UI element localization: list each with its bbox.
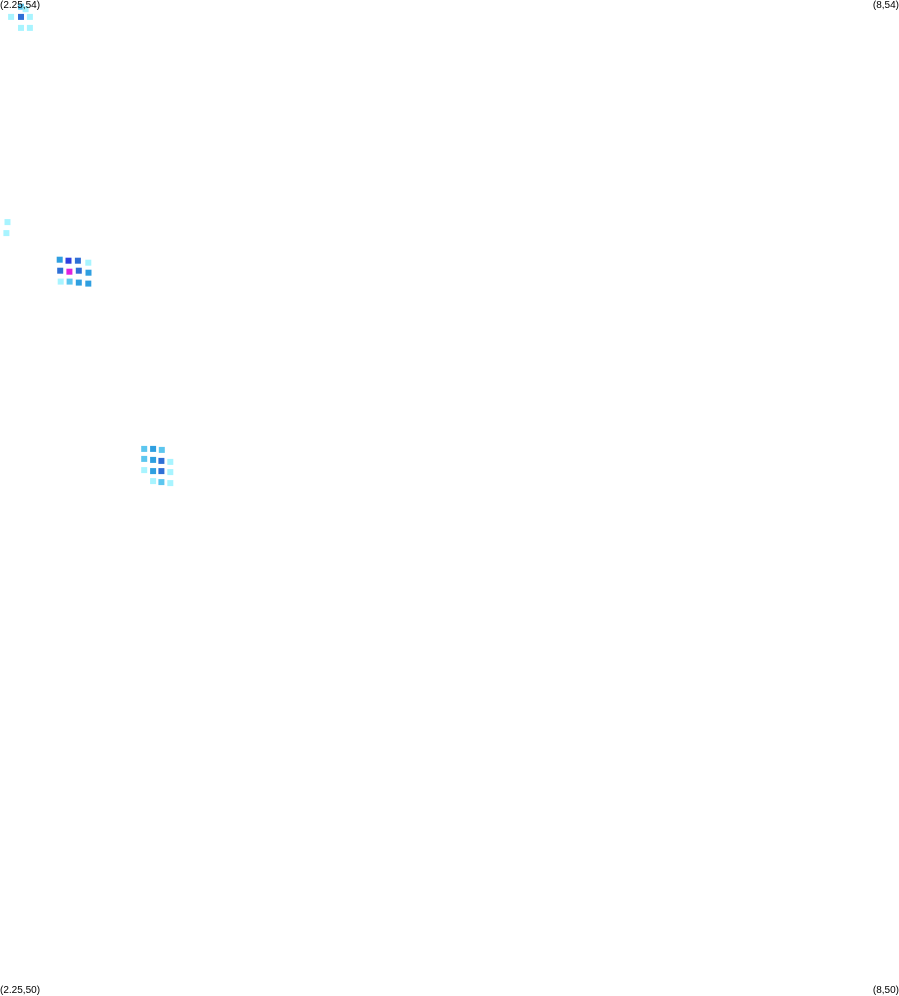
heatmap-cell: [75, 279, 82, 286]
heatmap-cell: [150, 445, 157, 452]
heatmap-cell: [3, 230, 10, 237]
heatmap-cells: [3, 3, 174, 487]
heatmap-cell: [167, 469, 174, 476]
heatmap-cell: [75, 267, 82, 274]
heatmap-cell: [167, 480, 174, 487]
heatmap-cell: [4, 219, 11, 226]
heatmap-cell: [57, 267, 64, 274]
heatmap-cell: [8, 13, 15, 20]
heatmap-cell: [74, 257, 81, 264]
heatmap-cell: [158, 446, 165, 453]
heatmap-cell: [22, 6, 29, 13]
corner-label-top-left: (2.25,54): [0, 0, 41, 11]
corner-label-bottom-right: (8,50): [872, 985, 899, 996]
heatmap-cell: [158, 479, 165, 486]
heatmap-cell: [141, 467, 148, 474]
heatmap-cell: [158, 457, 165, 464]
heatmap-cell: [57, 278, 64, 285]
heatmap-cell: [150, 456, 157, 463]
corner-label-top-right: (8,54): [872, 0, 899, 11]
corner-label-bottom-left: (2.25,50): [0, 985, 41, 996]
heatmap-cell: [167, 458, 174, 465]
heatmap-cell: [18, 3, 24, 10]
heatmap-cell: [85, 259, 92, 266]
heatmap-cell: [141, 455, 148, 462]
heatmap-cell: [66, 278, 73, 285]
heatmap-cell: [85, 269, 92, 276]
heatmap-cell: [66, 268, 73, 275]
heatmap-cell: [18, 24, 24, 31]
heatmap-cell: [85, 280, 92, 287]
heatmap-cell: [56, 256, 63, 263]
heatmap-cell: [150, 468, 157, 475]
heatmap-cell: [158, 468, 165, 475]
heatmap-cell: [18, 13, 24, 20]
heatmap-cell: [150, 478, 157, 485]
heatmap-cell: [26, 24, 33, 31]
heatmap-cell: [26, 13, 33, 20]
heatmap-cell: [141, 445, 148, 452]
heatmap-cell: [65, 257, 72, 264]
